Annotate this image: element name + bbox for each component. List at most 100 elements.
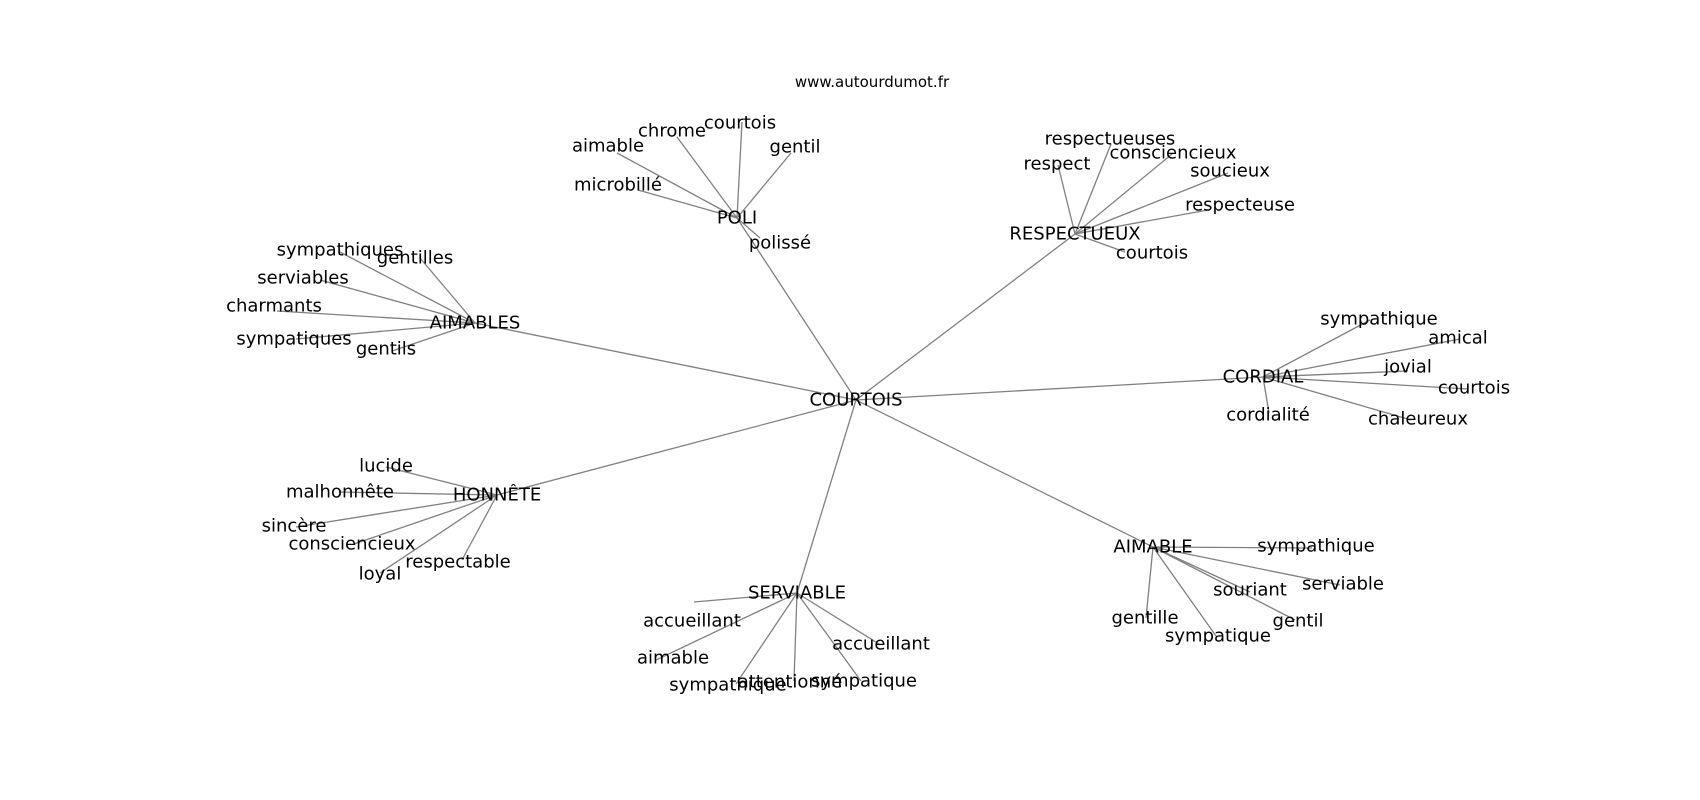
- edge-hub-to-leaf: [385, 466, 498, 496]
- edge-hub-to-leaf: [736, 217, 761, 239]
- edge-hub-to-leaf: [1262, 376, 1412, 421]
- leaf-node-label: chaleureux: [1368, 409, 1468, 430]
- leaf-node-label: accueillant: [832, 634, 930, 655]
- edge-hub-to-leaf: [1057, 164, 1076, 235]
- edge-hub-to-leaf: [1074, 209, 1209, 235]
- leaf-node-label: courtois: [1438, 378, 1510, 399]
- leaf-node-label: souriant: [1213, 580, 1287, 601]
- leaf-node-label: attentionné: [738, 672, 843, 693]
- leaf-node-label: courtois: [1116, 243, 1188, 264]
- edge-hub-to-leaf: [1074, 172, 1229, 235]
- edge-center-to-hub: [474, 322, 857, 401]
- edge-hub-to-leaf: [1074, 143, 1112, 235]
- edge-hub-to-leaf: [1152, 546, 1313, 549]
- edge-center-to-hub: [796, 399, 857, 594]
- edge-center-to-hub: [736, 217, 857, 401]
- edge-hub-to-leaf: [793, 592, 798, 682]
- edge-hub-to-leaf: [1262, 376, 1270, 414]
- leaf-node-label: sympathique: [1257, 536, 1374, 557]
- leaf-node-label: consciencieux: [1109, 143, 1236, 164]
- leaf-node-label: polissé: [749, 233, 811, 254]
- leaf-node-label: respectueuses: [1045, 129, 1176, 150]
- hub-node-label: HONNÊTE: [453, 484, 541, 506]
- leaf-node-label: loyal: [359, 564, 402, 585]
- leaf-node-label: gentil: [1273, 611, 1324, 632]
- leaf-node-label: gentil: [770, 137, 821, 158]
- edge-hub-to-leaf: [353, 494, 498, 545]
- leaf-node-label: serviable: [1302, 574, 1384, 595]
- hub-node-label: RESPECTUEUX: [1009, 224, 1140, 245]
- hub-node-label: AIMABLE: [1113, 537, 1192, 558]
- edge-hub-to-leaf: [1262, 338, 1461, 378]
- edge-hub-to-leaf: [391, 322, 476, 352]
- leaf-node-label: sympathique: [1320, 309, 1437, 330]
- edge-center-to-hub: [855, 376, 1264, 401]
- leaf-node-label: cordialité: [1226, 405, 1310, 426]
- edge-hub-to-leaf: [295, 322, 476, 340]
- hub-node-label: SERVIABLE: [748, 583, 846, 604]
- edge-hub-to-leaf: [1145, 546, 1154, 619]
- leaf-node-label: jovial: [1383, 357, 1432, 378]
- edge-hub-to-leaf: [736, 152, 792, 219]
- leaf-node-label: respect: [1024, 154, 1091, 175]
- edge-hub-to-leaf: [796, 592, 880, 645]
- leaf-node-label: aimable: [572, 136, 644, 157]
- edge-hub-to-leaf: [1152, 546, 1251, 593]
- leaf-node-label: sympatique: [811, 671, 917, 692]
- leaf-node-label: sympathique: [669, 675, 786, 696]
- edge-hub-to-leaf: [1262, 370, 1409, 378]
- leaf-node-label: aimable: [637, 648, 709, 669]
- hub-node-label: POLI: [717, 208, 757, 229]
- edge-hub-to-leaf: [693, 592, 798, 603]
- center-node-label: COURTOIS: [809, 390, 902, 411]
- edge-hub-to-leaf: [637, 189, 738, 219]
- leaf-node-label: consciencieux: [288, 534, 415, 555]
- edge-hub-to-leaf: [1262, 319, 1371, 378]
- site-caption: www.autourdumot.fr: [795, 73, 950, 91]
- leaf-node-label: sympatiques: [236, 329, 351, 350]
- edge-hub-to-leaf: [276, 310, 476, 324]
- leaf-node-label: charmants: [226, 296, 322, 317]
- hub-node-label: CORDIAL: [1223, 367, 1304, 388]
- leaf-node-label: sympatique: [1165, 626, 1271, 647]
- edge-hub-to-leaf: [1152, 546, 1217, 637]
- leaf-node-label: malhonnête: [286, 482, 394, 503]
- leaf-node-label: gentille: [1111, 608, 1178, 629]
- leaf-node-label: microbillé: [574, 175, 662, 196]
- edge-hub-to-leaf: [1152, 546, 1296, 621]
- leaf-node-label: lucide: [359, 456, 413, 477]
- edge-hub-to-leaf: [461, 494, 498, 561]
- edge-hub-to-leaf: [676, 136, 738, 219]
- edge-hub-to-leaf: [379, 494, 498, 574]
- edge-hub-to-leaf: [655, 592, 798, 661]
- edge-hub-to-leaf: [796, 592, 862, 682]
- edge-hub-to-leaf: [1074, 233, 1126, 253]
- edge-hub-to-leaf: [295, 494, 498, 528]
- graph-labels: COURTOISPOLIaimablechromecourtoisgentilm…: [226, 113, 1510, 696]
- edge-hub-to-leaf: [339, 251, 476, 324]
- leaf-node-label: chrome: [638, 121, 706, 142]
- leaf-node-label: amical: [1428, 328, 1488, 349]
- edge-hub-to-leaf: [736, 121, 743, 219]
- leaf-node-label: gentils: [356, 339, 416, 360]
- edge-hub-to-leaf: [735, 592, 798, 685]
- graph-edges: [276, 121, 1469, 685]
- leaf-node-label: soucieux: [1190, 161, 1270, 182]
- leaf-node-label: sincère: [262, 516, 327, 537]
- edge-hub-to-leaf: [338, 491, 498, 496]
- edge-hub-to-leaf: [319, 279, 476, 324]
- hub-node-label: AIMABLES: [430, 313, 521, 334]
- edge-center-to-hub: [855, 233, 1076, 401]
- leaf-node-label: accueillant: [643, 611, 741, 632]
- leaf-node-label: respecteuse: [1185, 195, 1295, 216]
- edge-hub-to-leaf: [1262, 376, 1469, 390]
- edge-hub-to-leaf: [1152, 546, 1341, 586]
- edge-center-to-hub: [855, 399, 1154, 548]
- edge-hub-to-leaf: [616, 152, 738, 219]
- leaf-node-label: sympathiques: [277, 240, 404, 261]
- leaf-node-label: respectable: [405, 552, 510, 573]
- leaf-node-label: serviables: [257, 268, 348, 289]
- edge-hub-to-leaf: [1074, 153, 1173, 235]
- leaf-node-label: courtois: [704, 113, 776, 134]
